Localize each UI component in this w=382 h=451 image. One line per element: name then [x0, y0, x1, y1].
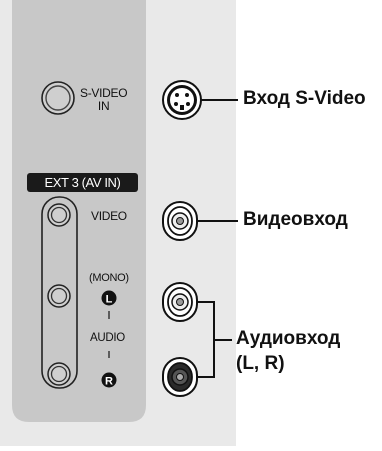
left-badge-circle [101, 290, 117, 306]
video-input-callout: Видеовход [243, 209, 348, 230]
audio-right-rca-jack-icon [162, 357, 198, 397]
audio-label: AUDIO [90, 332, 125, 344]
audio-left-rca-jack-icon [162, 282, 198, 322]
mono-label: (MONO) [89, 272, 129, 284]
svideo-label-line2: IN [97, 99, 110, 113]
panel-audio-l-jack [47, 284, 71, 308]
svideo-label-line1: S-VIDEO [80, 86, 128, 100]
svideo-in-label: S-VIDEO IN [80, 86, 128, 113]
audio-input-callout: Аудиовход [236, 328, 341, 349]
audio-input-channels: (L, R) [236, 353, 285, 374]
svideo-connector-icon [162, 80, 202, 120]
left-badge-text: L [106, 294, 113, 306]
panel-av-slot [41, 196, 78, 389]
video-label: VIDEO [91, 209, 127, 223]
panel-audio-r-jack [47, 362, 71, 386]
svideo-input-callout: Вход S-Video [243, 88, 366, 109]
panel-video-jack [47, 203, 71, 227]
ext3-av-in-tag: EXT 3 (AV IN) [27, 173, 138, 192]
panel-svideo-jack [41, 81, 75, 115]
audio-callout-bracket [197, 301, 232, 378]
right-badge-circle [101, 372, 117, 388]
video-rca-jack-icon [162, 201, 198, 241]
right-badge-text: R [105, 376, 113, 388]
